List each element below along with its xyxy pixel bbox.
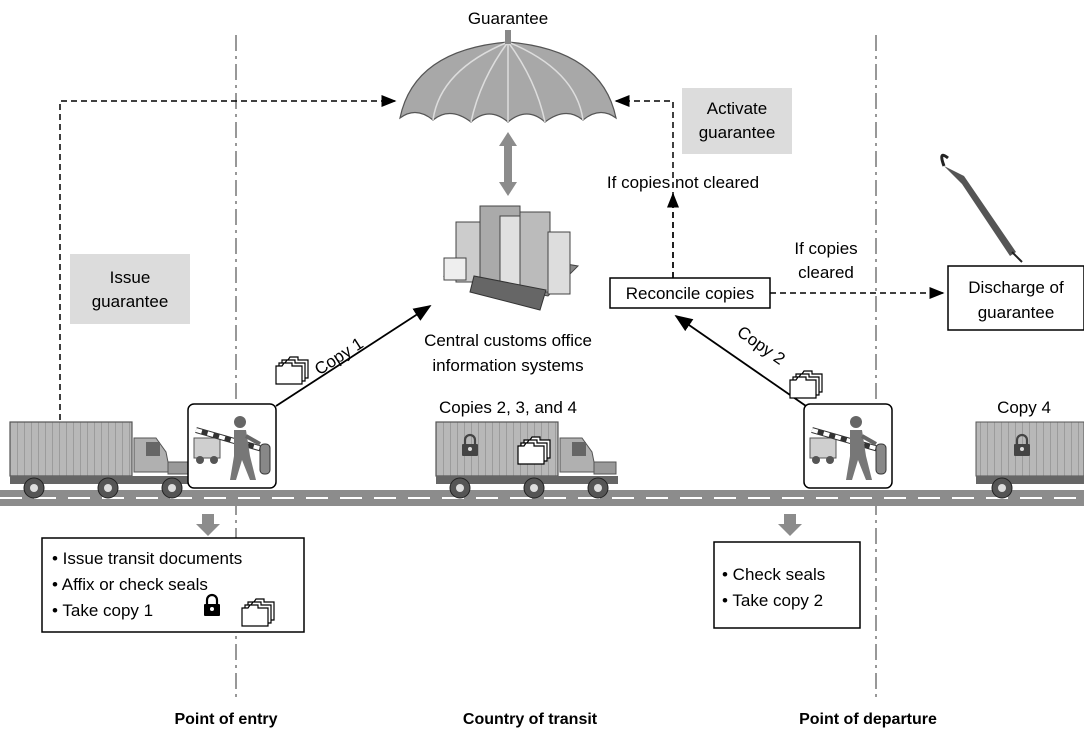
central-office-line1: Central customs office [424, 331, 592, 350]
copies-234-label: Copies 2, 3, and 4 [439, 398, 577, 417]
entry-checkpoint-icon [188, 404, 276, 488]
zone-point-of-entry: Point of entry [174, 711, 277, 728]
issue-guarantee-line1: Issue [110, 268, 151, 287]
discharge-line1: Discharge of [968, 278, 1064, 297]
copy1-label: Copy 1 [311, 334, 367, 379]
activate-guarantee-arrow [614, 95, 674, 278]
departure-task-1: • Check seals [722, 565, 825, 584]
copy4-label: Copy 4 [997, 398, 1051, 417]
departure-checkpoint-icon [804, 404, 892, 488]
reconcile-copies-label: Reconcile copies [626, 284, 755, 303]
umbrella-icon [399, 30, 617, 123]
central-office-line2: information systems [432, 356, 583, 375]
zone-country-of-transit: Country of transit [463, 711, 598, 728]
building-icon [442, 205, 580, 311]
entry-truck-icon [9, 421, 193, 499]
if-not-cleared-label: If copies not cleared [607, 173, 759, 192]
issue-guarantee-line2: guarantee [92, 292, 169, 311]
issue-guarantee-arrow [59, 95, 397, 420]
transit-truck-icon [435, 421, 619, 499]
road [0, 490, 1084, 506]
diagram-title: Guarantee [468, 9, 548, 28]
departure-down-arrow-icon [778, 514, 802, 536]
activate-guarantee-box [682, 88, 792, 154]
departure-tasks-box [713, 541, 861, 629]
departure-task-2: • Take copy 2 [722, 591, 823, 610]
activate-guarantee-line1: Activate [707, 99, 767, 118]
seal-lock-icon [204, 593, 220, 616]
discharge-line2: guarantee [978, 303, 1055, 322]
copy1-arrow [275, 305, 432, 407]
zone-point-of-departure: Point of departure [799, 711, 937, 728]
copy1-documents-icon [275, 356, 309, 385]
entry-task-3: • Take copy 1 [52, 601, 153, 620]
closed-umbrella-icon [940, 153, 1023, 263]
reconcile-copies-box [609, 277, 771, 309]
discharge-guarantee-box [947, 265, 1084, 331]
copy2-documents-icon [789, 370, 823, 399]
departure-truck-icon [975, 421, 1084, 499]
entry-task-2: • Affix or check seals [52, 575, 208, 594]
copy2-arrow [674, 314, 807, 407]
entry-down-arrow-icon [196, 514, 220, 536]
double-arrow-icon [499, 132, 517, 196]
entry-task-1: • Issue transit documents [52, 549, 242, 568]
issue-guarantee-box [70, 254, 190, 324]
if-cleared-line2: cleared [798, 263, 854, 282]
if-cleared-line1: If copies [794, 239, 857, 258]
activate-guarantee-line2: guarantee [699, 123, 776, 142]
